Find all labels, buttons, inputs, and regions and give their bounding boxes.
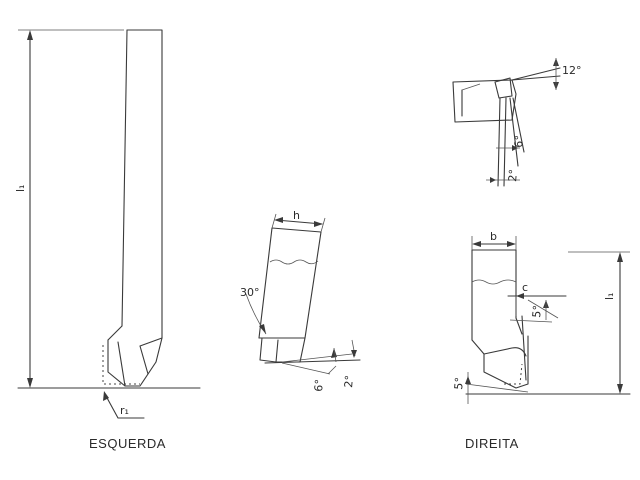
label-12: 12° <box>562 64 582 77</box>
middle-view: h 30° 6° 2° <box>240 209 361 393</box>
label-l1-right: l₁ <box>603 293 616 300</box>
left-length-dimension: l₁ <box>14 29 124 388</box>
label-6-middle: 6° <box>312 379 326 393</box>
label-5-right: 5° <box>530 305 544 319</box>
angle-5-right: 5° <box>509 299 559 323</box>
right-length-dimension: l₁ <box>568 251 630 394</box>
top-right-view: 12° 6° 2° <box>452 58 582 187</box>
label-2-top: 2° <box>506 169 520 183</box>
c-dimension: c <box>507 281 567 316</box>
label-5-left: 5° <box>452 377 466 391</box>
label-l1-left: l₁ <box>14 185 27 192</box>
label-6-top: 6° <box>512 135 526 149</box>
left-tool <box>17 29 201 389</box>
label-30: 30° <box>240 286 260 299</box>
label-b: b <box>490 230 497 243</box>
label-h: h <box>293 209 300 222</box>
label-r1: r₁ <box>120 404 129 417</box>
caption-esquerda: ESQUERDA <box>89 436 166 451</box>
label-c: c <box>522 281 528 294</box>
caption-direita: DIREITA <box>465 436 519 451</box>
radius-leader: r₁ <box>103 391 145 419</box>
angle-5-left: 5° <box>452 372 471 404</box>
width-dimension: b <box>471 230 517 250</box>
label-2-middle: 2° <box>342 375 356 389</box>
